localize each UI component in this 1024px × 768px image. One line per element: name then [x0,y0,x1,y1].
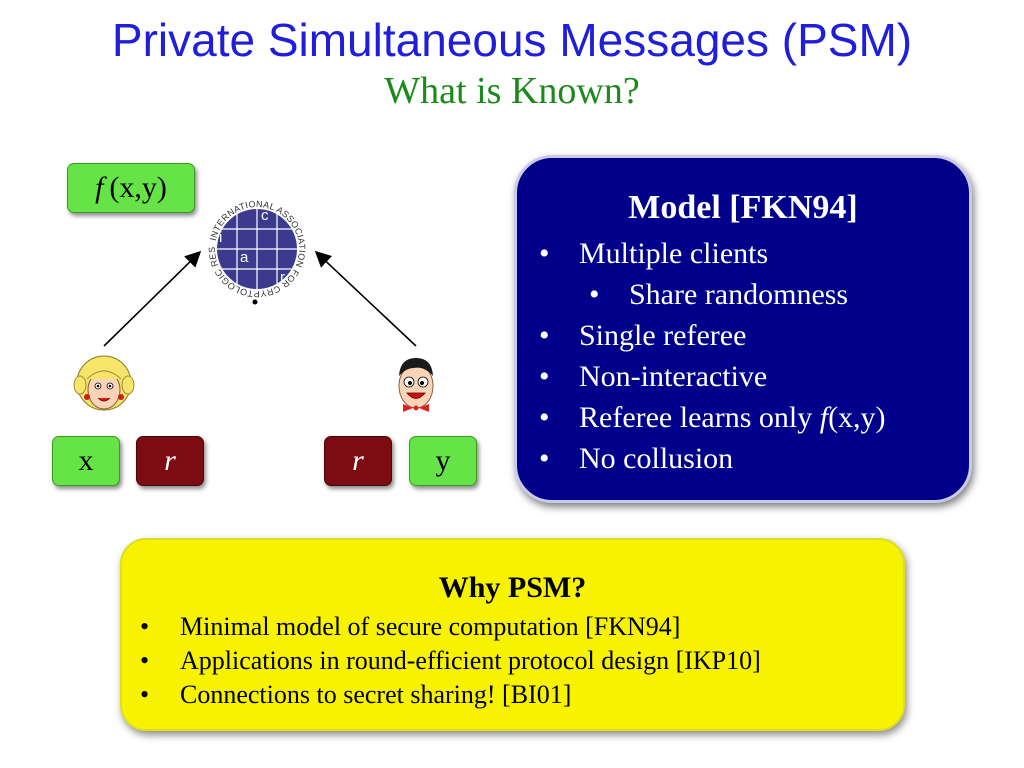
bullet-dot: • [140,646,150,675]
bullet-dot: • [539,319,550,352]
svg-text:c: c [261,207,269,224]
why-item-3: • Connections to secret sharing! [BI01] [140,678,571,712]
left-input-box: x [52,436,120,486]
bullet-dot: • [589,278,600,311]
left-random-label: r [164,444,176,477]
model-box: Model [FKN94] • Multiple clients • Share r… [514,155,972,503]
model-item-text: No collusion [579,442,734,475]
slide-subtitle: What is Known? [384,70,640,112]
slide-title: Private Simultaneous Messages (PSM) [111,14,913,66]
why-item-1: • Minimal model of secure computation [FK… [140,610,680,644]
alice-avatar-icon [73,355,135,411]
model-item-text: Share randomness [629,278,849,311]
model-item-text: Referee learns only [579,401,820,434]
logo-letter-c: c [261,207,269,224]
why-psm-box: Why PSM? • Minimal model of secure comput… [120,538,905,731]
bullet-dot: • [140,612,150,641]
right-arrow [314,250,417,347]
svg-text:a: a [240,249,249,266]
why-item-text: Minimal model of secure computation [FKN… [180,612,681,641]
right-random-label: r [352,444,364,477]
bullet-dot: • [140,680,150,709]
iacr-logo-icon: c i a r INTERNATIONAL ASSOCIATION FOR CR… [0,0,313,305]
svg-text:r: r [280,269,285,286]
output-function-f: f [95,171,104,204]
left-random-box: r [136,436,204,486]
model-heading: Model [FKN94] [628,189,858,226]
model-item-text: Non-interactive [579,360,768,393]
model-item-text: Single referee [579,319,747,352]
left-arrow [103,250,202,347]
bullet-dot: • [539,360,550,393]
why-heading: Why PSM? [438,571,587,604]
model-item-1: • Multiple clients [539,234,768,274]
model-item-5: • No collusion [539,439,733,479]
model-item-4: • Referee learns only f(x,y) [539,398,886,438]
right-input-box: y [409,436,477,486]
model-item-2: • Single referee [539,316,746,356]
bullet-dot: • [539,401,550,434]
why-item-text: Connections to secret sharing! [BI01] [180,680,572,709]
model-item-3: • Non-interactive [539,357,767,397]
bullet-dot: • [539,237,550,270]
model-item-text: Multiple clients [579,237,769,270]
logo-letter-a: a [240,249,249,266]
output-function-args: (x,y) [109,171,167,204]
model-learns-args: (x,y) [828,401,886,434]
model-subitem-1: • Share randomness [589,275,848,315]
output-function-box: f (x,y) [67,163,195,213]
logo-letter-i: i [219,229,222,246]
why-item-2: • Applications in round-efficient protoco… [140,644,761,678]
bob-avatar-icon [398,358,434,412]
right-random-box: r [324,436,392,486]
bullet-dot: • [539,442,550,475]
svg-text:i: i [219,229,222,246]
model-learns-f: f [819,401,829,434]
right-input-label: y [435,444,451,477]
why-item-text: Applications in round-efficient protocol… [180,646,761,675]
left-input-label: x [78,444,94,477]
logo-letter-r: r [280,269,285,286]
